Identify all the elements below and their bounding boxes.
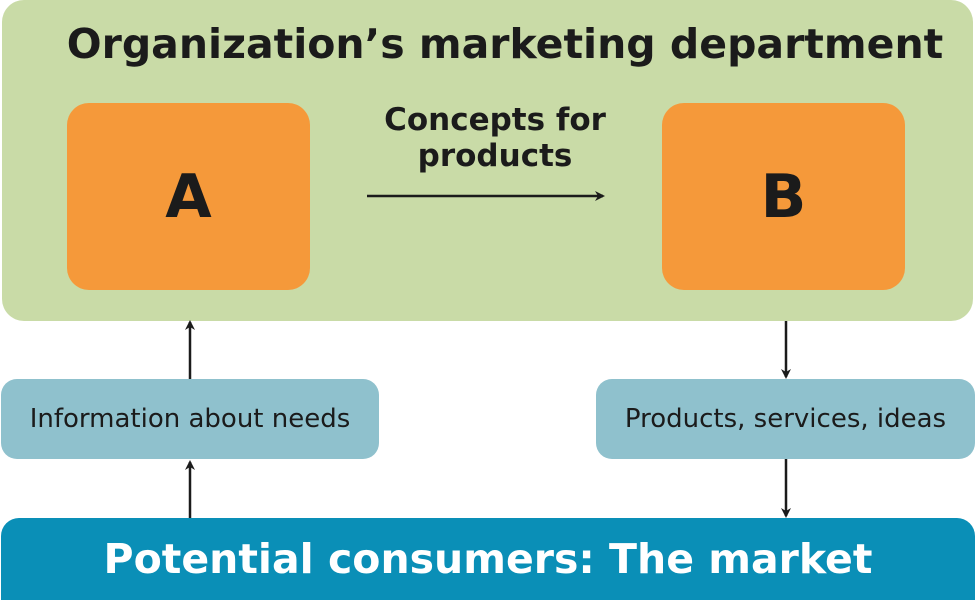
products-services-ideas-box: Products, services, ideas [596, 379, 975, 459]
concepts-for-products-label: Concepts for products [384, 102, 606, 174]
box-b: B [662, 103, 905, 290]
department-title: Organization’s marketing department [66, 20, 944, 68]
market-label: Potential consumers: The market [103, 535, 873, 583]
information-about-needs-box: Information about needs [1, 379, 379, 459]
information-about-needs-label: Information about needs [29, 404, 351, 434]
potential-consumers-market-bar: Potential consumers: The market [1, 518, 975, 600]
box-a: A [67, 103, 310, 290]
products-services-ideas-label: Products, services, ideas [624, 404, 947, 434]
